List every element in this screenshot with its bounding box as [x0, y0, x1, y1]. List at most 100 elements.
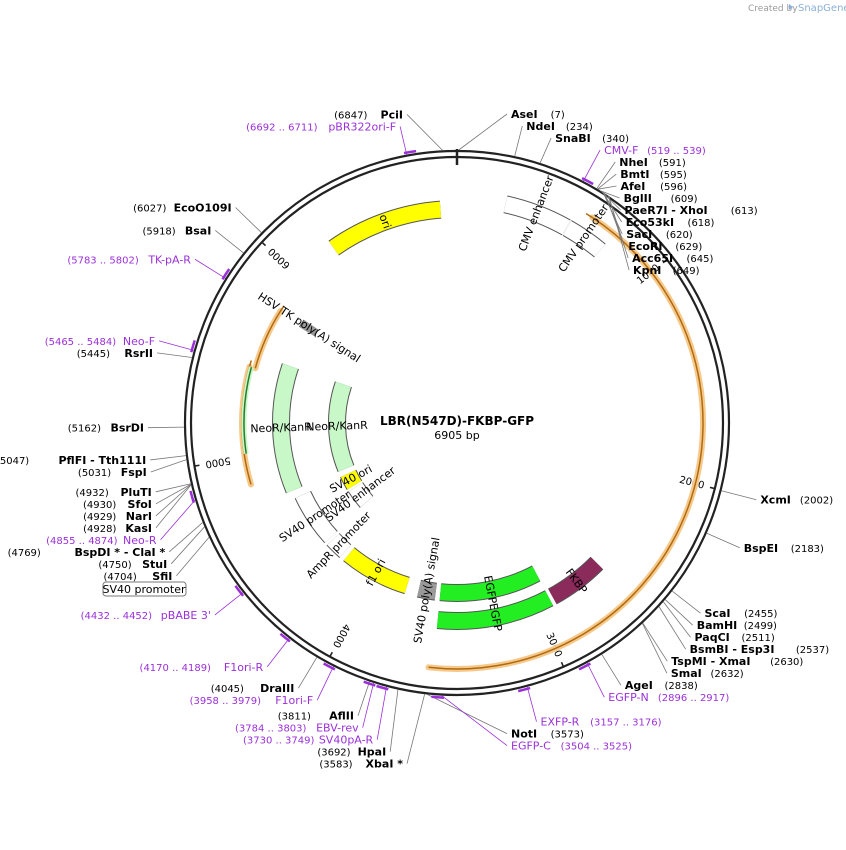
site-name-bglii[interactable]: BglII: [624, 192, 652, 205]
feature-fkbp[interactable]: [548, 557, 603, 604]
site-name-bsrdi[interactable]: BsrDI: [110, 422, 144, 435]
feature-egfp[interactable]: [439, 566, 540, 601]
site-name-pluti[interactable]: PluTI: [120, 486, 151, 499]
site-leader: [155, 483, 191, 493]
site-leader: [298, 657, 318, 689]
site-leader: [597, 173, 617, 190]
site-pos-bmti: (595): [660, 170, 687, 181]
site-name-smai[interactable]: SmaI: [671, 667, 702, 680]
primer-name-exfp-r[interactable]: EXFP-R: [541, 716, 580, 729]
feature-cmv-promoter[interactable]: [563, 221, 606, 257]
feature-sv40-ori[interactable]: [340, 470, 362, 490]
site-name-ndei[interactable]: NdeI: [526, 120, 555, 133]
primer-name-pbabe-3[interactable]: pBABE 3': [161, 609, 211, 622]
site-name-hpai[interactable]: HpaI: [358, 746, 387, 759]
site-name-bmti[interactable]: BmtI: [620, 168, 649, 181]
site-name-bspei[interactable]: BspEI: [744, 542, 778, 555]
site-name-sfoi[interactable]: SfoI: [128, 498, 152, 511]
site-pos-ecoo109i: (6027): [133, 203, 166, 214]
primer-name-neo-f[interactable]: Neo-F: [123, 335, 155, 348]
site-name-kasi[interactable]: KasI: [125, 522, 152, 535]
site-name-bamhi[interactable]: BamHI: [697, 619, 738, 632]
site-name-asei[interactable]: AseI: [511, 108, 538, 121]
site-name-pflfi-tth111i[interactable]: PflFI - Tth111I: [59, 454, 147, 467]
site-name-afei[interactable]: AfeI: [620, 180, 645, 193]
site-name-rsrii[interactable]: RsrII: [124, 347, 153, 360]
feature-cmv-enhancer[interactable]: [503, 196, 571, 235]
site-name-acc65i[interactable]: Acc65I: [632, 252, 673, 265]
primer-name-f1ori-r[interactable]: F1ori-R: [224, 661, 264, 674]
feature-f1-ori[interactable]: [343, 547, 410, 594]
site-name-agei[interactable]: AgeI: [625, 679, 653, 692]
primer-range-cmv-f: (519 .. 539): [647, 146, 706, 157]
primer-name-ebv-rev[interactable]: EBV-rev: [316, 722, 359, 735]
primer-name-egfp-c[interactable]: EGFP-C: [511, 740, 551, 753]
site-leader: [706, 532, 740, 549]
site-pos-ndei: (234): [566, 122, 593, 133]
sv40-promoter-box[interactable]: SV40 promoter: [102, 581, 187, 597]
site-pos-noti: (3573): [551, 730, 584, 741]
primer-leader: [586, 662, 605, 698]
site-pos-kpni: (649): [673, 266, 700, 277]
site-name-sfii[interactable]: SfiI: [152, 570, 172, 583]
site-name-paer7i-xhoi[interactable]: PaeR7I - XhoI: [625, 204, 708, 217]
feature-neor-kanr[interactable]: [329, 381, 354, 472]
site-pos-bspei: (2183): [791, 544, 824, 555]
site-name-ecori[interactable]: EcoRI: [628, 240, 662, 253]
site-name-scai[interactable]: ScaI: [705, 607, 731, 620]
site-name-bsai[interactable]: BsaI: [185, 224, 211, 237]
feature-sv40-enhancer[interactable]: [348, 482, 373, 508]
primer-name-egfp-n[interactable]: EGFP-N: [608, 691, 648, 704]
site-leader: [597, 185, 617, 190]
feature-ampr-promoter[interactable]: [327, 533, 351, 558]
highlight-arc-core: [428, 216, 704, 670]
highlight-arrowhead: [585, 212, 593, 219]
site-pos-pcii: (6847): [334, 110, 367, 121]
primer-name-pbr322ori-f[interactable]: pBR322ori-F: [328, 120, 396, 133]
site-name-bspdi-clai[interactable]: BspDI * - ClaI *: [74, 546, 165, 559]
feature-ori[interactable]: [329, 201, 442, 255]
feature-sv40-poly-a-signal[interactable]: [417, 580, 437, 600]
site-pos-bamhi: (2499): [744, 621, 777, 632]
site-name-nhei[interactable]: NheI: [619, 156, 648, 169]
site-pos-scai: (2455): [744, 609, 777, 620]
site-name-saci[interactable]: SacI: [626, 228, 652, 241]
site-name-eco53ki[interactable]: Eco53kI: [626, 216, 674, 229]
feature-label-cmv-promoter: CMV promoter: [556, 201, 612, 274]
site-name-draiii[interactable]: DraIII: [260, 682, 294, 695]
site-leader: [642, 623, 668, 674]
site-name-paqci[interactable]: PaqCI: [695, 631, 730, 644]
site-name-nari[interactable]: NarI: [126, 510, 152, 523]
site-leader: [148, 426, 185, 429]
site-name-tspmi-xmai[interactable]: TspMI - XmaI: [671, 655, 750, 668]
primer-name-f1ori-f[interactable]: F1ori-F: [275, 694, 313, 707]
feature-egfp[interactable]: [436, 591, 553, 629]
site-pos-pluti: (4932): [75, 488, 108, 499]
site-name-pcii[interactable]: PciI: [381, 108, 403, 121]
primer-name-tk-pa-r[interactable]: TK-pA-R: [147, 253, 191, 266]
site-name-fspi[interactable]: FspI: [121, 466, 147, 479]
site-name-ecoo109i[interactable]: EcoO109I: [174, 201, 232, 214]
feature-neor-kanr[interactable]: [273, 363, 302, 493]
site-name-stui[interactable]: StuI: [142, 558, 167, 571]
site-name-snabi[interactable]: SnaBI: [555, 132, 591, 145]
site-leader: [170, 526, 205, 565]
primer-name-cmv-f[interactable]: CMV-F: [604, 144, 638, 157]
site-leader: [539, 137, 552, 164]
primer-range-pbabe-3: (4432 .. 4452): [81, 611, 153, 622]
primer-name-neo-r[interactable]: Neo-R: [123, 534, 157, 547]
feature-hsv-tk-poly-a-signal[interactable]: [299, 320, 318, 336]
site-name-kpni[interactable]: KpnI: [633, 264, 661, 277]
feature-sv40-promoter[interactable]: [295, 491, 338, 543]
primer-name-sv40pa-r[interactable]: SV40pA-R: [319, 734, 374, 747]
site-pos-sfoi: (4930): [83, 500, 116, 511]
site-name-noti[interactable]: NotI: [511, 728, 537, 741]
labels-layer: AseI(7)NdeI(234)SnaBI(340)CMV-F(519 .. 5…: [0, 108, 833, 771]
primer-leader: [266, 638, 290, 668]
site-pos-saci: (620): [666, 230, 693, 241]
site-name-xbai[interactable]: XbaI *: [366, 758, 404, 771]
site-name-xcmi[interactable]: XcmI: [760, 494, 791, 507]
site-name-aflii[interactable]: AflII: [329, 710, 354, 723]
site-name-bsmbi-esp3i[interactable]: BsmBI - Esp3I: [690, 643, 775, 656]
tick-mark: [709, 486, 715, 490]
